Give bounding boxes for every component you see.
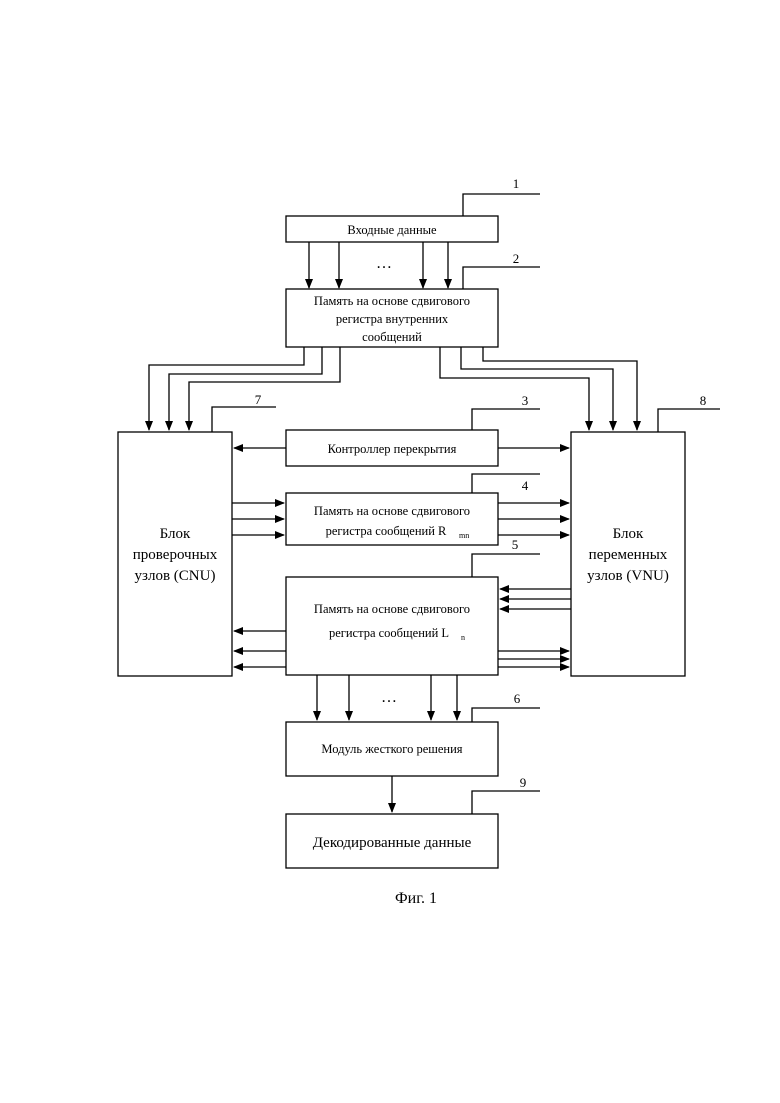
cnu-label-line-1: Блок <box>160 526 191 542</box>
vnu-label-line-3: узлов (VNU) <box>587 568 669 584</box>
callout-6: 6 <box>514 691 521 706</box>
ellipsis-bottom: … <box>381 689 397 706</box>
ln-memory-line-2: регистра сообщений L <box>329 626 449 640</box>
internal-messages-memory-block: Память на основе сдвигового регистра вну… <box>286 289 498 347</box>
cnu-label-line-3: узлов (CNU) <box>135 568 216 584</box>
cnu-to-rmn-arrows <box>232 503 284 535</box>
memory-to-cnu-arrows <box>149 347 340 430</box>
decoded-data-label: Декодированные данные <box>313 835 472 851</box>
cnu-block: Блок проверочных узлов (CNU) <box>118 432 232 676</box>
callout-4: 4 <box>522 478 529 493</box>
ln-memory-line-1: Память на основе сдвигового <box>314 602 470 616</box>
hard-decision-label: Модуль жесткого решения <box>321 742 462 756</box>
internal-memory-line-1: Память на основе сдвигового <box>314 294 470 308</box>
vnu-block: Блок переменных узлов (VNU) <box>571 432 685 676</box>
decoded-data-block: Декодированные данные <box>286 814 498 868</box>
internal-memory-line-3: сообщений <box>362 330 422 344</box>
rmn-to-vnu-arrows <box>498 503 569 535</box>
rmn-memory-line-1: Память на основе сдвигового <box>314 504 470 518</box>
callout-1: 1 <box>513 176 520 191</box>
overlap-controller-label: Контроллер перекрытия <box>328 442 457 456</box>
callout-7: 7 <box>255 392 262 407</box>
figure-caption: Фиг. 1 <box>395 890 437 907</box>
callout-2: 2 <box>513 251 520 266</box>
callout-8: 8 <box>700 393 707 408</box>
memory-to-vnu-arrows <box>440 347 637 430</box>
ln-to-vnu-arrows <box>498 651 569 667</box>
vnu-to-ln-arrows <box>500 589 571 609</box>
overlap-controller-block: Контроллер перекрытия <box>286 430 498 466</box>
ellipsis-top: … <box>376 255 392 272</box>
callout-3: 3 <box>522 393 529 408</box>
rmn-memory-block: Память на основе сдвигового регистра соо… <box>286 493 498 545</box>
vnu-label-line-2: переменных <box>589 547 668 563</box>
input-data-label: Входные данные <box>347 223 437 237</box>
vnu-label-line-1: Блок <box>613 526 644 542</box>
rmn-subscript: mn <box>459 531 469 540</box>
rmn-memory-line-2: регистра сообщений R <box>326 524 447 538</box>
callout-9: 9 <box>520 775 527 790</box>
callout-5: 5 <box>512 537 519 552</box>
ln-memory-block: Память на основе сдвигового регистра соо… <box>286 577 498 675</box>
ln-subscript: n <box>461 633 465 642</box>
internal-memory-line-2: регистра внутренних <box>336 312 449 326</box>
input-data-block: Входные данные <box>286 216 498 242</box>
ln-to-cnu-arrows <box>234 631 286 667</box>
cnu-label-line-2: проверочных <box>133 547 218 563</box>
hard-decision-block: Модуль жесткого решения <box>286 722 498 776</box>
